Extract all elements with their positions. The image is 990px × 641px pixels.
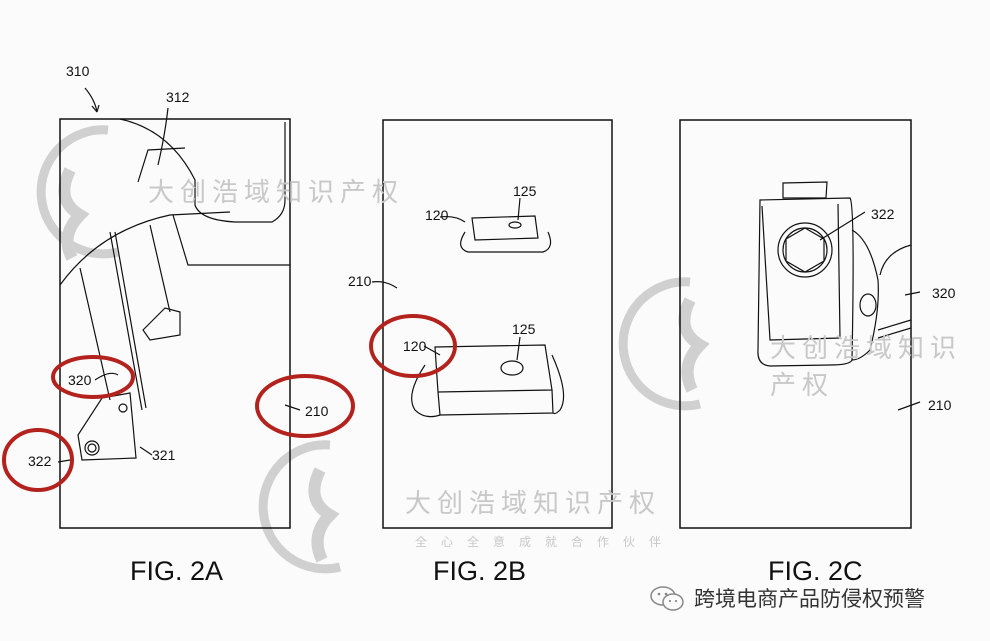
label-120-large: 120 [403, 338, 427, 354]
highlight-320 [51, 355, 135, 399]
label-120-small: 120 [425, 207, 449, 223]
fig-2c-drawing [757, 181, 921, 411]
caption-fig-2b: FIG. 2B [433, 556, 527, 586]
fig-2a-drawing [57, 87, 301, 463]
wechat-icon [650, 586, 684, 611]
label-322-2c: 322 [871, 206, 895, 222]
fig-2b-drawing [371, 197, 565, 418]
highlight-120 [369, 314, 457, 378]
watermark-subtitle: 全心全意成就合作伙伴 [415, 535, 676, 549]
fig-2a-frame [59, 118, 291, 529]
watermark-text-1: 大创浩域知识产权 [148, 178, 405, 208]
footer-text: 跨境电商产品防侵权预警 [694, 587, 925, 611]
highlight-322 [2, 428, 74, 492]
label-312: 312 [166, 89, 190, 105]
watermark-logo [36, 125, 710, 574]
label-322-2a: 322 [28, 453, 52, 469]
label-321: 321 [152, 447, 176, 463]
watermark-text-3: 大创浩域知识产权 [770, 334, 963, 401]
fig-2c-frame [679, 119, 912, 529]
highlight-210 [255, 374, 355, 438]
caption-fig-2c: FIG. 2C [768, 556, 863, 586]
label-210-2c: 210 [928, 397, 952, 413]
watermark-text-2: 大创浩域知识产权 [405, 489, 662, 519]
label-125-small: 125 [513, 183, 537, 199]
label-210-2b: 210 [348, 273, 372, 289]
label-210-2a: 210 [305, 403, 329, 419]
footer-source: 跨境电商产品防侵权预警 [648, 583, 925, 613]
label-320-2a: 320 [68, 372, 92, 388]
caption-fig-2a: FIG. 2A [130, 556, 224, 586]
highlight-circles [2, 314, 457, 492]
label-310: 310 [66, 63, 90, 79]
label-125-large: 125 [512, 321, 536, 337]
fig-2b-frame [382, 119, 613, 529]
label-320-2c: 320 [932, 285, 956, 301]
